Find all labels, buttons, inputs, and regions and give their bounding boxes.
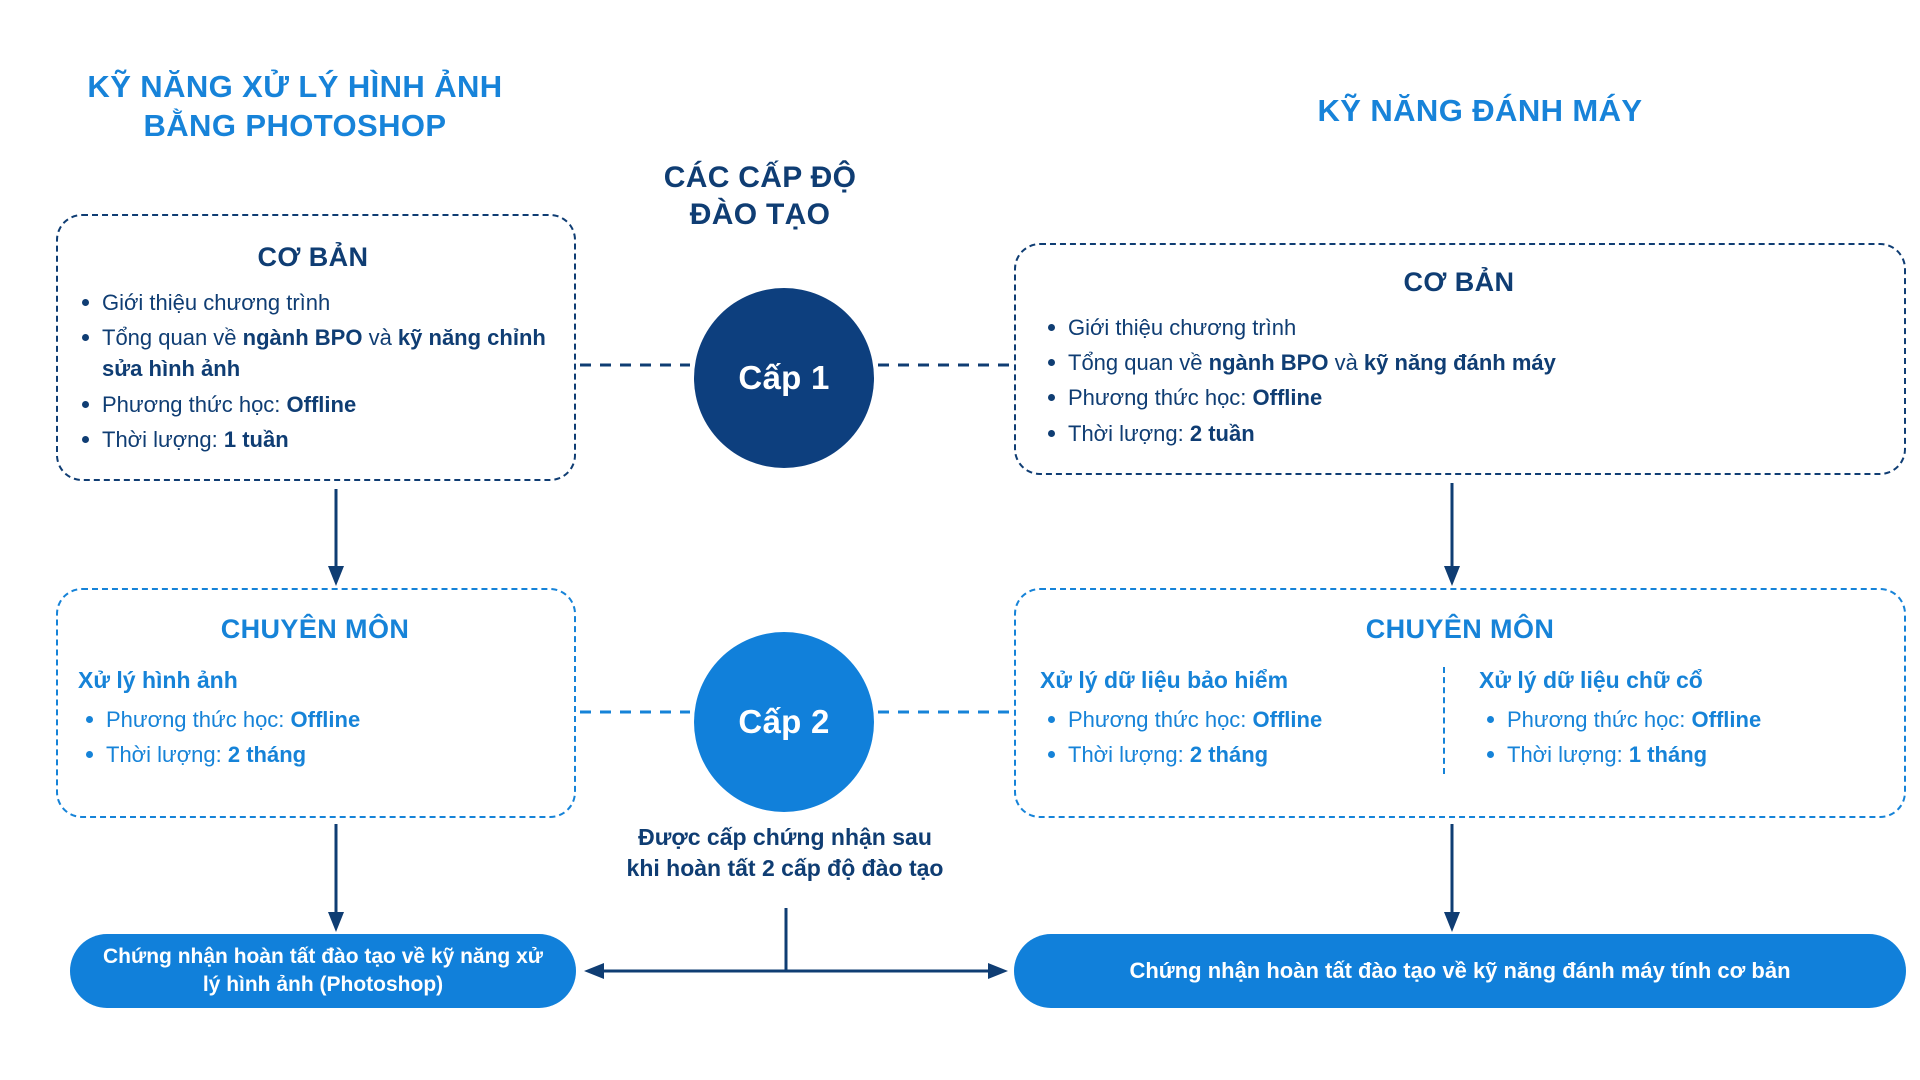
bullet-emphasis: 2 tháng (227, 742, 307, 768)
arrowhead-right-basic-to-expert (1444, 566, 1460, 586)
expert-column-insurance: Xử lý dữ liệu bảo hiểm Phương thức học: … (1038, 667, 1443, 774)
bullet-text: Giới thiệu chương trình (1068, 315, 1297, 340)
bullet-emphasis: kỹ năng chỉnh sửa hình ảnh (102, 325, 546, 382)
bullet-text: Thời lượng: (1068, 742, 1190, 768)
level-1-circle: Cấp 1 (694, 288, 874, 468)
card-right-expert-title: CHUYÊN MÔN (1365, 614, 1555, 644)
card-right-expert-columns: Xử lý dữ liệu bảo hiểm Phương thức học: … (1038, 667, 1882, 775)
bullet-text: Thời lượng: (1507, 742, 1629, 768)
bullet-text: Phương thức học: (1068, 707, 1253, 732)
list-item: Phương thức học: Offline (1038, 382, 1880, 413)
card-left-expert: CHUYÊN MÔN Xử lý hình ảnh Phương thức họ… (56, 588, 576, 818)
page-title-right: KỸ NĂNG ĐÁNH MÁY (1317, 93, 1643, 128)
bullet-text: Giới thiệu chương trình (102, 290, 331, 315)
list-item: Phương thức học: Offline (76, 704, 554, 735)
arrowhead-left-expert-to-cert (328, 912, 344, 932)
card-left-basic-title: CƠ BẢN (257, 242, 369, 272)
bullet-text: Thời lượng: (102, 426, 224, 452)
page-title-left: KỸ NĂNG XỬ LÝ HÌNH ẢNH BẰNG PHOTOSHOP (30, 68, 560, 146)
card-left-expert-bullets: Phương thức học: Offline Thời lượng: 2 t… (76, 704, 554, 770)
page-title-left-line1: KỸ NĂNG XỬ LÝ HÌNH ẢNH (87, 69, 503, 104)
arrowhead-left-basic-to-expert (328, 566, 344, 586)
bullet-emphasis: 2 tháng (1189, 742, 1269, 768)
bullet-emphasis: Offline (290, 707, 361, 732)
expert-column-insurance-subject: Xử lý dữ liệu bảo hiểm (1040, 667, 1289, 693)
arrowhead-cert-left (584, 963, 604, 979)
list-item: Thời lượng: 2 tháng (1038, 739, 1427, 770)
bullet-text: Phương thức học: (102, 391, 287, 417)
bullet-emphasis: ngành BPO (1208, 350, 1329, 376)
bullet-text: và (1328, 350, 1364, 376)
list-item: Thời lượng: 2 tháng (76, 739, 554, 770)
level-2-circle: Cấp 2 (694, 632, 874, 812)
page-title-left-line2: BẰNG PHOTOSHOP (143, 107, 447, 143)
list-item: Phương thức học: Offline (72, 389, 554, 420)
card-right-basic-title: CƠ BẢN (1403, 267, 1515, 297)
bullet-emphasis: Offline (1252, 385, 1323, 411)
bullet-emphasis: 1 tuần (223, 426, 289, 452)
expert-column-ancient-script-bullets: Phương thức học: Offline Thời lượng: 1 t… (1477, 704, 1866, 770)
list-item: Thời lượng: 1 tuần (72, 424, 554, 455)
bullet-text: Thời lượng: (1068, 420, 1190, 446)
list-item: Thời lượng: 2 tuần (1038, 418, 1880, 449)
page-title-center-line1: CÁC CẤP ĐỘ (663, 161, 857, 194)
expert-column-ancient-script: Xử lý dữ liệu chữ cổ Phương thức học: Of… (1443, 667, 1882, 775)
certificate-pill-left: Chứng nhận hoàn tất đào tạo về kỹ năng x… (70, 934, 576, 1008)
bullet-emphasis: Offline (1252, 707, 1323, 732)
bullet-text: Tổng quan về (102, 325, 243, 351)
bullet-emphasis: 1 tháng (1628, 742, 1708, 768)
list-item: Tổng quan về ngành BPO và kỹ năng chỉnh … (72, 322, 554, 384)
card-right-expert: CHUYÊN MÔN Xử lý dữ liệu bảo hiểm Phương… (1014, 588, 1906, 818)
bullet-text: Phương thức học: (1068, 385, 1253, 411)
card-left-expert-title: CHUYÊN MÔN (220, 614, 410, 644)
page-title-center-line2: ĐÀO TẠO (689, 197, 831, 231)
bullet-emphasis: Offline (286, 391, 357, 417)
expert-column-ancient-script-subject: Xử lý dữ liệu chữ cổ (1479, 667, 1703, 693)
card-right-basic-bullets: Giới thiệu chương trình Tổng quan về ngà… (1038, 312, 1880, 449)
page-title-center: CÁC CẤP ĐỘ ĐÀO TẠO (600, 160, 920, 233)
bullet-emphasis: 2 tuần (1189, 420, 1255, 446)
list-item: Thời lượng: 1 tháng (1477, 739, 1866, 770)
card-left-expert-subject: Xử lý hình ảnh (78, 667, 238, 693)
bullet-text: và (362, 325, 398, 351)
certificate-note: Được cấp chứng nhận sau khi hoàn tất 2 c… (626, 824, 944, 882)
card-right-basic: CƠ BẢN Giới thiệu chương trình Tổng quan… (1014, 243, 1906, 475)
card-left-basic-bullets: Giới thiệu chương trình Tổng quan về ngà… (72, 287, 554, 455)
certificate-pill-right: Chứng nhận hoàn tất đào tạo về kỹ năng đ… (1014, 934, 1906, 1008)
arrowhead-cert-right (988, 963, 1008, 979)
bullet-emphasis: Offline (1691, 707, 1762, 732)
expert-column-insurance-bullets: Phương thức học: Offline Thời lượng: 2 t… (1038, 704, 1427, 770)
card-left-basic: CƠ BẢN Giới thiệu chương trình Tổng quan… (56, 214, 576, 481)
arrowhead-right-expert-to-cert (1444, 912, 1460, 932)
bullet-text: Phương thức học: (1507, 707, 1692, 732)
bullet-text: Tổng quan về (1068, 350, 1209, 376)
list-item: Phương thức học: Offline (1477, 704, 1866, 735)
bullet-text: Thời lượng: (106, 742, 228, 768)
list-item: Phương thức học: Offline (1038, 704, 1427, 735)
bullet-emphasis: kỹ năng đánh máy (1363, 350, 1556, 376)
bullet-emphasis: ngành BPO (242, 325, 363, 351)
bullet-text: Phương thức học: (106, 707, 291, 732)
list-item: Giới thiệu chương trình (1038, 312, 1880, 343)
list-item: Tổng quan về ngành BPO và kỹ năng đánh m… (1038, 347, 1880, 378)
list-item: Giới thiệu chương trình (72, 287, 554, 318)
